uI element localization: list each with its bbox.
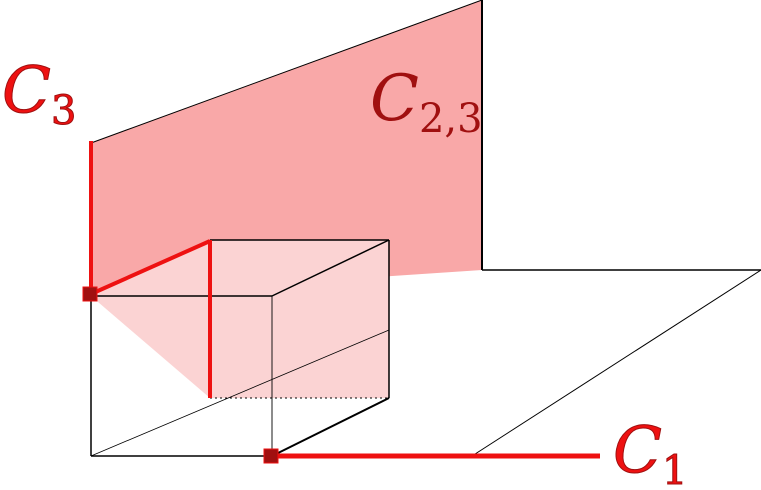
cube-floor-diagonal <box>90 329 390 457</box>
marker-point-c3 <box>82 286 98 302</box>
plane-c23 <box>91 0 482 296</box>
label-c1: C1 <box>613 414 687 490</box>
label-c3: C3 <box>2 54 76 134</box>
curve-c3-diagonal <box>90 239 211 296</box>
cube-inner-fill <box>91 240 389 398</box>
label-c23-sub: 2,3 <box>419 96 483 142</box>
cube-bottom-right-edge <box>271 397 390 457</box>
label-c1-sub: 1 <box>662 448 687 490</box>
label-c1-main: C <box>613 414 662 488</box>
label-c3-sub: 3 <box>51 88 76 134</box>
marker-point-c1 <box>263 448 279 464</box>
cube-top-right-edge <box>271 239 390 297</box>
plane-c23-top-edge <box>90 0 483 144</box>
floor-right-edge <box>471 269 761 457</box>
label-c23-main: C <box>370 62 419 136</box>
label-c23: C2,3 <box>370 62 483 142</box>
label-c3-main: C <box>2 54 51 128</box>
